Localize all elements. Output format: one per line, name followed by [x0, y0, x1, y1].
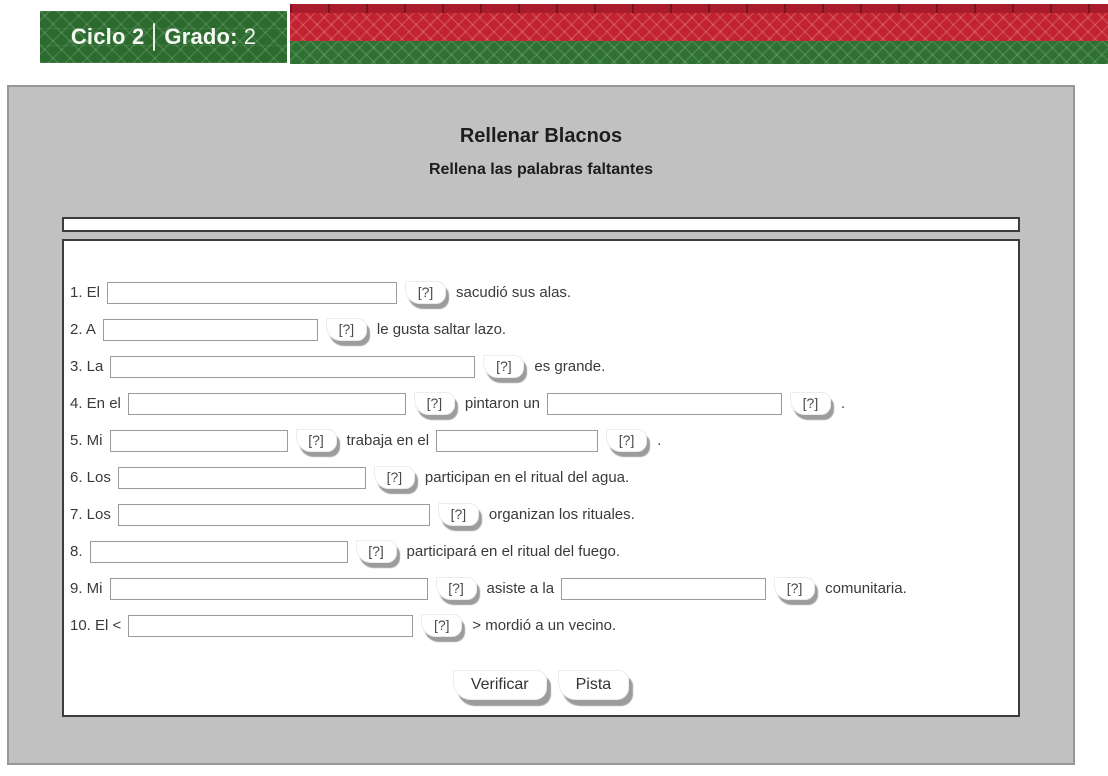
hint-question-button[interactable]: [?] [413, 392, 455, 415]
question-text: asiste a la [486, 580, 555, 597]
question-text: . [657, 432, 662, 449]
question-row-1: 1. El [?] sacudió sus alas. [70, 281, 1010, 304]
answer-input[interactable] [117, 503, 430, 526]
hint-question-button[interactable]: [?] [325, 318, 367, 341]
answer-input[interactable] [102, 318, 318, 341]
verify-button[interactable]: Verificar [452, 670, 547, 700]
worksheet: 1. El [?] sacudió sus alas. 2. A [?] le gusta… [62, 239, 1020, 717]
question-text: 5. Mi [70, 432, 103, 449]
progress-strip [62, 217, 1020, 232]
answer-input[interactable] [561, 577, 767, 600]
question-text: sacudió sus alas. [456, 284, 572, 301]
answer-input[interactable] [117, 466, 366, 489]
answer-input[interactable] [127, 392, 406, 415]
ciclo-label: Ciclo 2 [70, 24, 145, 49]
question-row-2: 2. A [?] le gusta saltar lazo. [70, 318, 1010, 341]
hint-question-button[interactable]: [?] [355, 540, 397, 563]
question-text: comunitaria. [825, 580, 907, 597]
answer-input[interactable] [109, 429, 288, 452]
question-row-6: 6. Los [?] participan en el ritual del agu… [70, 466, 1010, 489]
answer-input[interactable] [110, 355, 476, 378]
hint-question-button[interactable]: [?] [483, 355, 525, 378]
question-text: pintaron un [464, 395, 540, 412]
question-text: > mordió a un vecino. [472, 617, 617, 634]
question-text: 10. El < [70, 617, 122, 634]
ciclo-grado-badge: Ciclo 2 Grado: 2 [40, 11, 287, 63]
hint-question-button[interactable]: [?] [421, 614, 463, 637]
grado-value: 2 [243, 24, 257, 49]
question-text: es grande. [534, 358, 606, 375]
question-text: 9. Mi [70, 580, 103, 597]
hint-question-button[interactable]: [?] [295, 429, 337, 452]
question-text: 4. En el [70, 395, 121, 412]
question-row-10: 10. El < [?] > mordió a un vecino. [70, 614, 1010, 637]
question-text: 3. La [70, 358, 104, 375]
banner-tick-strip [290, 4, 1108, 13]
question-text: 7. Los [70, 506, 111, 523]
answer-input[interactable] [107, 281, 398, 304]
question-row-3: 3. La [?] es grande. [70, 355, 1010, 378]
question-row-4: 4. En el [?] pintaron un [?]. [70, 392, 1010, 415]
question-text: 2. A [70, 321, 96, 338]
answer-input[interactable] [89, 540, 348, 563]
question-text: . [840, 395, 846, 412]
question-text: 1. El [70, 284, 101, 301]
answer-input[interactable] [436, 429, 599, 452]
question-text: le gusta saltar lazo. [376, 321, 507, 338]
question-text: 6. Los [70, 469, 111, 486]
decorative-banner [290, 4, 1108, 64]
questions-list: 1. El [?] sacudió sus alas. 2. A [?] le gusta… [70, 281, 1010, 637]
page-title: Rellenar Blacnos [459, 125, 623, 147]
banner-green-stripe [290, 41, 1108, 64]
hint-question-button[interactable]: [?] [373, 466, 415, 489]
answer-input[interactable] [128, 614, 414, 637]
hint-question-button[interactable]: [?] [405, 281, 447, 304]
hint-question-button[interactable]: [?] [789, 392, 831, 415]
question-text: participará en el ritual del fuego. [406, 543, 620, 560]
question-text: 8. [70, 543, 83, 560]
activity-panel: Rellenar Blacnos Rellena las palabras fa… [7, 85, 1075, 765]
banner-red-stripe [290, 13, 1108, 41]
action-buttons: Verificar Pista [64, 670, 1018, 700]
hint-question-button[interactable]: [?] [435, 577, 477, 600]
question-row-7: 7. Los [?] organizan los rituales. [70, 503, 1010, 526]
hint-question-button[interactable]: [?] [774, 577, 816, 600]
question-row-5: 5. Mi [?] trabaja en el [?]. [70, 429, 1010, 452]
hint-question-button[interactable]: [?] [437, 503, 479, 526]
answer-input[interactable] [546, 392, 782, 415]
grado-label: Grado: [164, 24, 238, 49]
question-row-9: 9. Mi [?] asiste a la [?] comunitaria. [70, 577, 1010, 600]
page-subtitle: Rellena las palabras faltantes [428, 161, 654, 178]
answer-input[interactable] [109, 577, 428, 600]
question-text: organizan los rituales. [488, 506, 635, 523]
hint-button[interactable]: Pista [557, 670, 630, 700]
question-row-8: 8. [?] participará en el ritual del fuego. [70, 540, 1010, 563]
question-text: trabaja en el [346, 432, 430, 449]
question-text: participan en el ritual del agua. [424, 469, 630, 486]
hint-question-button[interactable]: [?] [606, 429, 648, 452]
separator-line [153, 23, 156, 51]
